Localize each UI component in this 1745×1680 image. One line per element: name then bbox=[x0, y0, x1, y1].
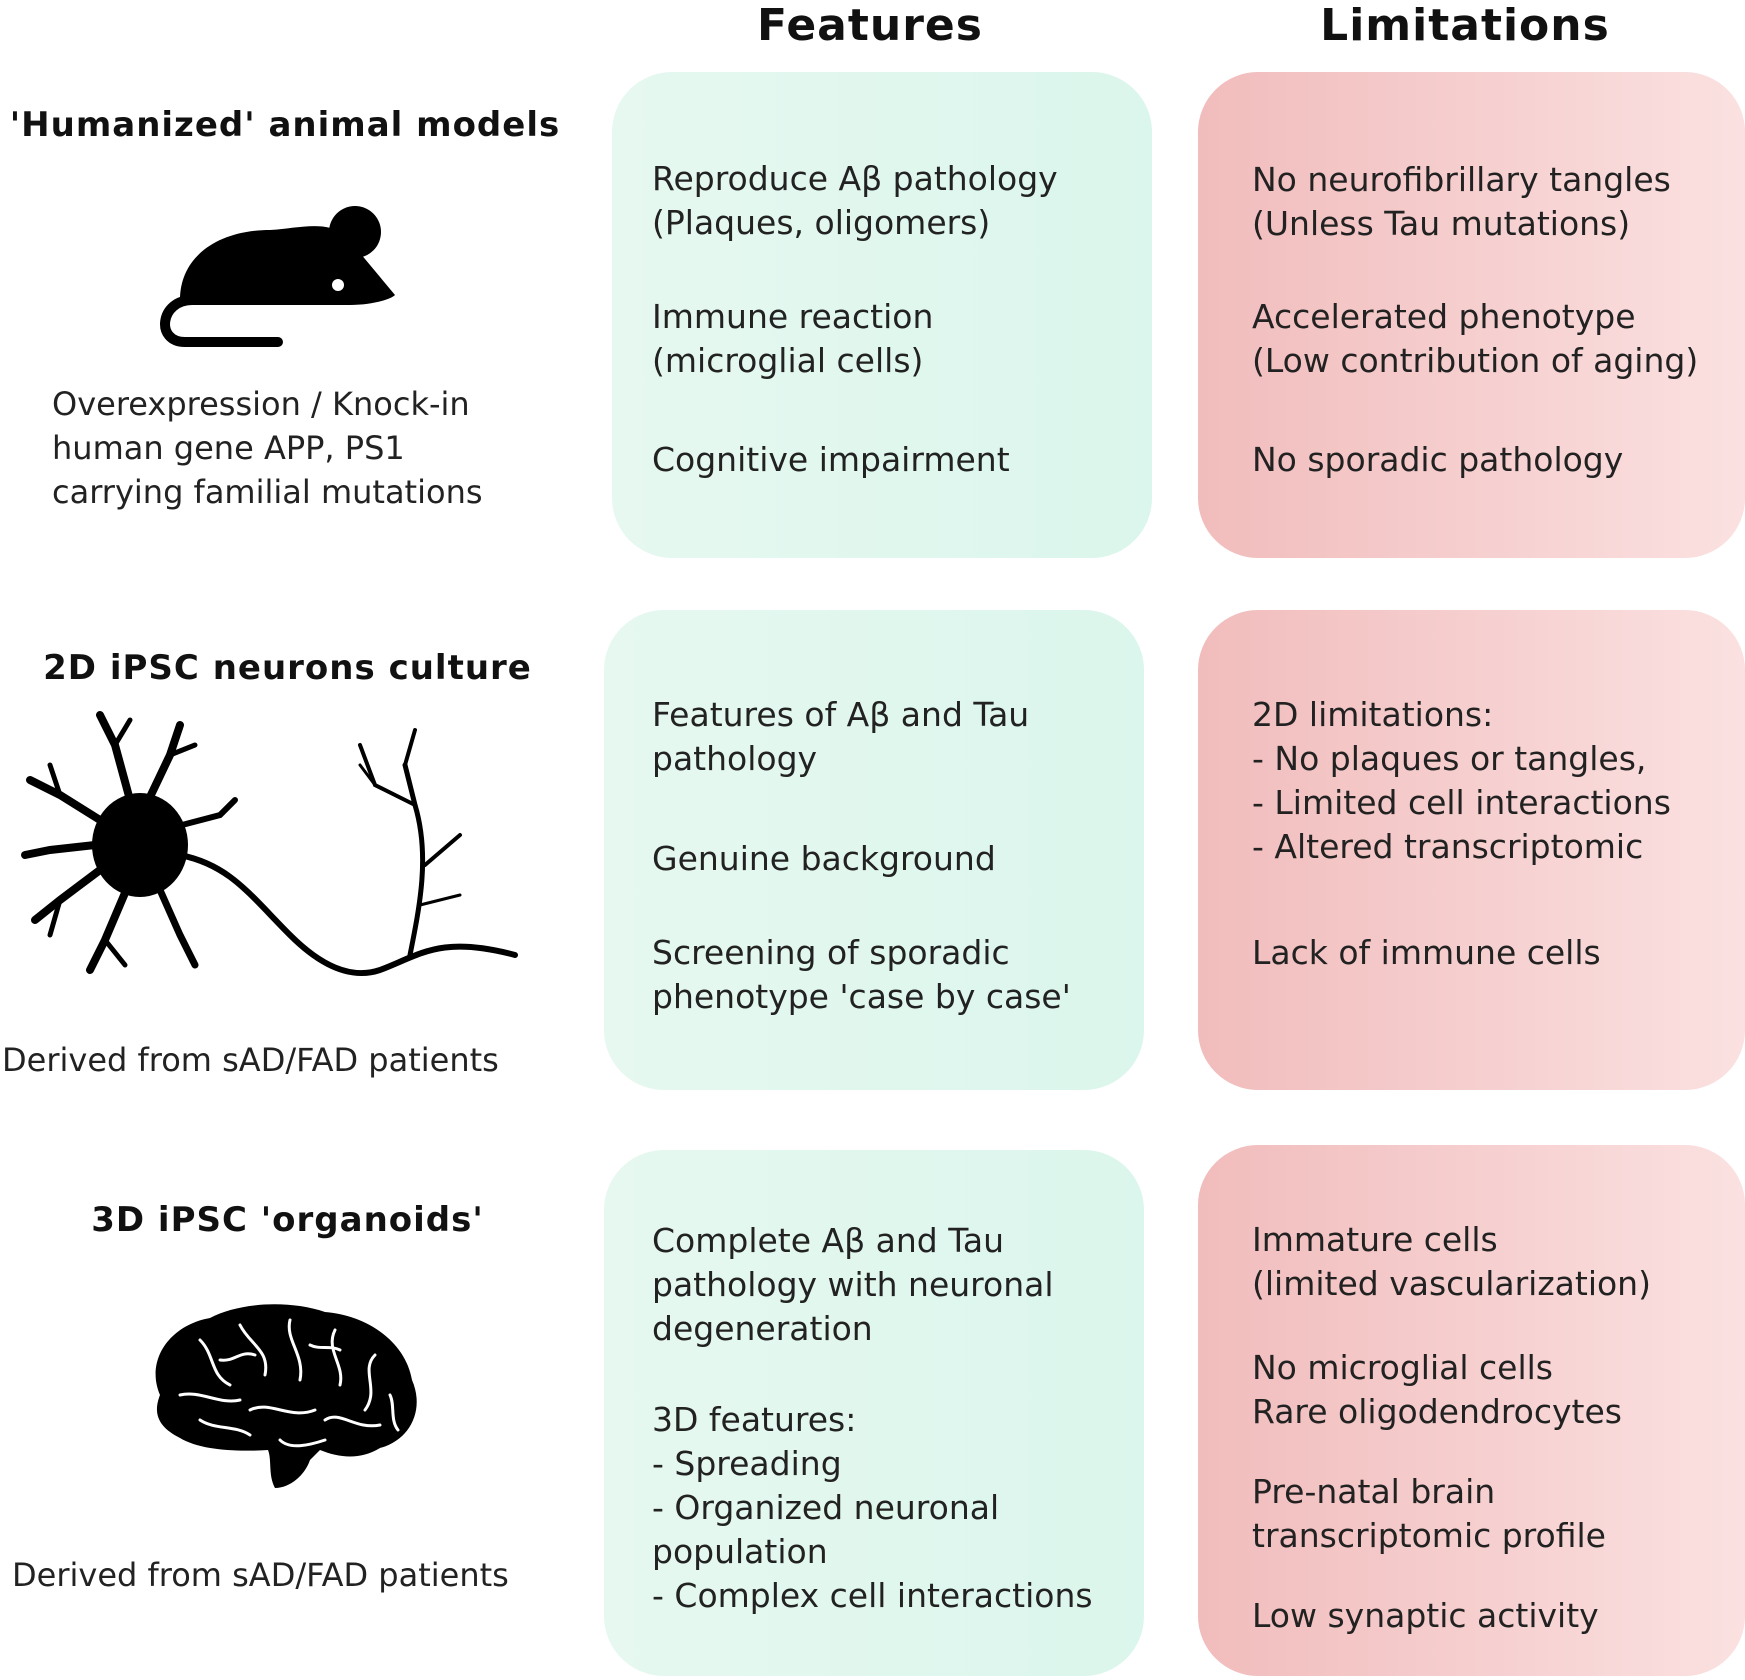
model-description-animal: Overexpression / Knock-in human gene APP… bbox=[52, 382, 572, 514]
feature-line: - Complex cell interactions bbox=[652, 1576, 1093, 1615]
feature-line: - Organized neuronal bbox=[652, 1488, 1000, 1527]
feature-line: Cognitive impairment bbox=[652, 440, 1010, 479]
limitation-line: (Low contribution of aging) bbox=[1252, 341, 1699, 380]
limitation-item: Accelerated phenotype (Low contribution o… bbox=[1252, 295, 1698, 383]
limitation-item: 2D limitations: - No plaques or tangles, -… bbox=[1252, 693, 1671, 869]
feature-line: Immune reaction bbox=[652, 297, 934, 336]
limitation-item: Pre-natal brain transcriptomic profile bbox=[1252, 1470, 1606, 1558]
feature-item: Screening of sporadic phenotype 'case by … bbox=[652, 931, 1071, 1019]
brain-icon bbox=[155, 1304, 417, 1488]
feature-line: (microglial cells) bbox=[652, 341, 924, 380]
limitation-line: Accelerated phenotype bbox=[1252, 297, 1636, 336]
limitation-item: Lack of immune cells bbox=[1252, 931, 1601, 975]
feature-line: - Spreading bbox=[652, 1444, 842, 1483]
limitations-box-2d bbox=[1198, 610, 1745, 1090]
feature-line: degeneration bbox=[652, 1309, 873, 1348]
description-line: human gene APP, PS1 bbox=[52, 429, 405, 467]
feature-item: Reproduce Aβ pathology (Plaques, oligomer… bbox=[652, 157, 1058, 245]
feature-item: Cognitive impairment bbox=[652, 438, 1010, 482]
feature-line: pathology bbox=[652, 739, 818, 778]
description-line: Derived from sAD/FAD patients bbox=[2, 1041, 499, 1079]
mouse-icon bbox=[160, 206, 395, 347]
description-line: carrying familial mutations bbox=[52, 473, 483, 511]
feature-line: Screening of sporadic bbox=[652, 933, 1010, 972]
limitation-item: Low synaptic activity bbox=[1252, 1594, 1599, 1638]
feature-line: Reproduce Aβ pathology bbox=[652, 159, 1058, 198]
limitation-line: transcriptomic profile bbox=[1252, 1516, 1606, 1555]
feature-line: (Plaques, oligomers) bbox=[652, 203, 991, 242]
features-box-3d bbox=[604, 1150, 1144, 1676]
limitation-line: (Unless Tau mutations) bbox=[1252, 204, 1631, 243]
limitations-box-animal bbox=[1198, 72, 1745, 558]
limitation-line: - No plaques or tangles, bbox=[1252, 739, 1647, 778]
feature-line: 3D features: bbox=[652, 1400, 857, 1439]
limitation-line: No microglial cells bbox=[1252, 1348, 1553, 1387]
features-header: Features bbox=[757, 0, 983, 51]
limitations-box-3d bbox=[1198, 1145, 1745, 1676]
features-box-2d bbox=[604, 610, 1144, 1090]
feature-line: Features of Aβ and Tau bbox=[652, 695, 1030, 734]
neuron-icon bbox=[21, 711, 518, 977]
limitation-line: Rare oligodendrocytes bbox=[1252, 1392, 1622, 1431]
model-description-2d: Derived from sAD/FAD patients bbox=[2, 1038, 572, 1082]
limitation-line: Immature cells bbox=[1252, 1220, 1498, 1259]
limitation-line: (limited vascularization) bbox=[1252, 1264, 1651, 1303]
limitation-line: 2D limitations: bbox=[1252, 695, 1494, 734]
model-title-3d: 3D iPSC 'organoids' bbox=[91, 1200, 484, 1240]
description-line: Derived from sAD/FAD patients bbox=[12, 1556, 509, 1594]
limitation-line: Low synaptic activity bbox=[1252, 1596, 1599, 1635]
limitation-line: - Limited cell interactions bbox=[1252, 783, 1671, 822]
limitation-line: Lack of immune cells bbox=[1252, 933, 1601, 972]
limitation-line: - Altered transcriptomic bbox=[1252, 827, 1644, 866]
model-description-3d: Derived from sAD/FAD patients bbox=[12, 1553, 582, 1597]
model-title-2d: 2D iPSC neurons culture bbox=[43, 648, 532, 688]
limitation-item: No sporadic pathology bbox=[1252, 438, 1623, 482]
feature-item: Complete Aβ and Tau pathology with neuron… bbox=[652, 1219, 1054, 1351]
feature-line: Complete Aβ and Tau bbox=[652, 1221, 1005, 1260]
feature-line: pathology with neuronal bbox=[652, 1265, 1054, 1304]
limitation-line: Pre-natal brain bbox=[1252, 1472, 1496, 1511]
feature-item: Features of Aβ and Tau pathology bbox=[652, 693, 1029, 781]
feature-item: Genuine background bbox=[652, 837, 996, 881]
feature-item: 3D features: - Spreading - Organized neuro… bbox=[652, 1398, 1093, 1618]
limitation-line: No sporadic pathology bbox=[1252, 440, 1624, 479]
description-line: Overexpression / Knock-in bbox=[52, 385, 470, 423]
feature-line: phenotype 'case by case' bbox=[652, 977, 1071, 1016]
features-box-animal bbox=[612, 72, 1152, 558]
limitation-item: Immature cells (limited vascularization) bbox=[1252, 1218, 1651, 1306]
model-title-animal: 'Humanized' animal models bbox=[9, 105, 561, 145]
feature-line: Genuine background bbox=[652, 839, 996, 878]
limitation-line: No neurofibrillary tangles bbox=[1252, 160, 1671, 199]
feature-line: population bbox=[652, 1532, 828, 1571]
limitation-item: No neurofibrillary tangles (Unless Tau mu… bbox=[1252, 158, 1671, 246]
feature-item: Immune reaction (microglial cells) bbox=[652, 295, 933, 383]
limitations-header: Limitations bbox=[1320, 0, 1610, 51]
